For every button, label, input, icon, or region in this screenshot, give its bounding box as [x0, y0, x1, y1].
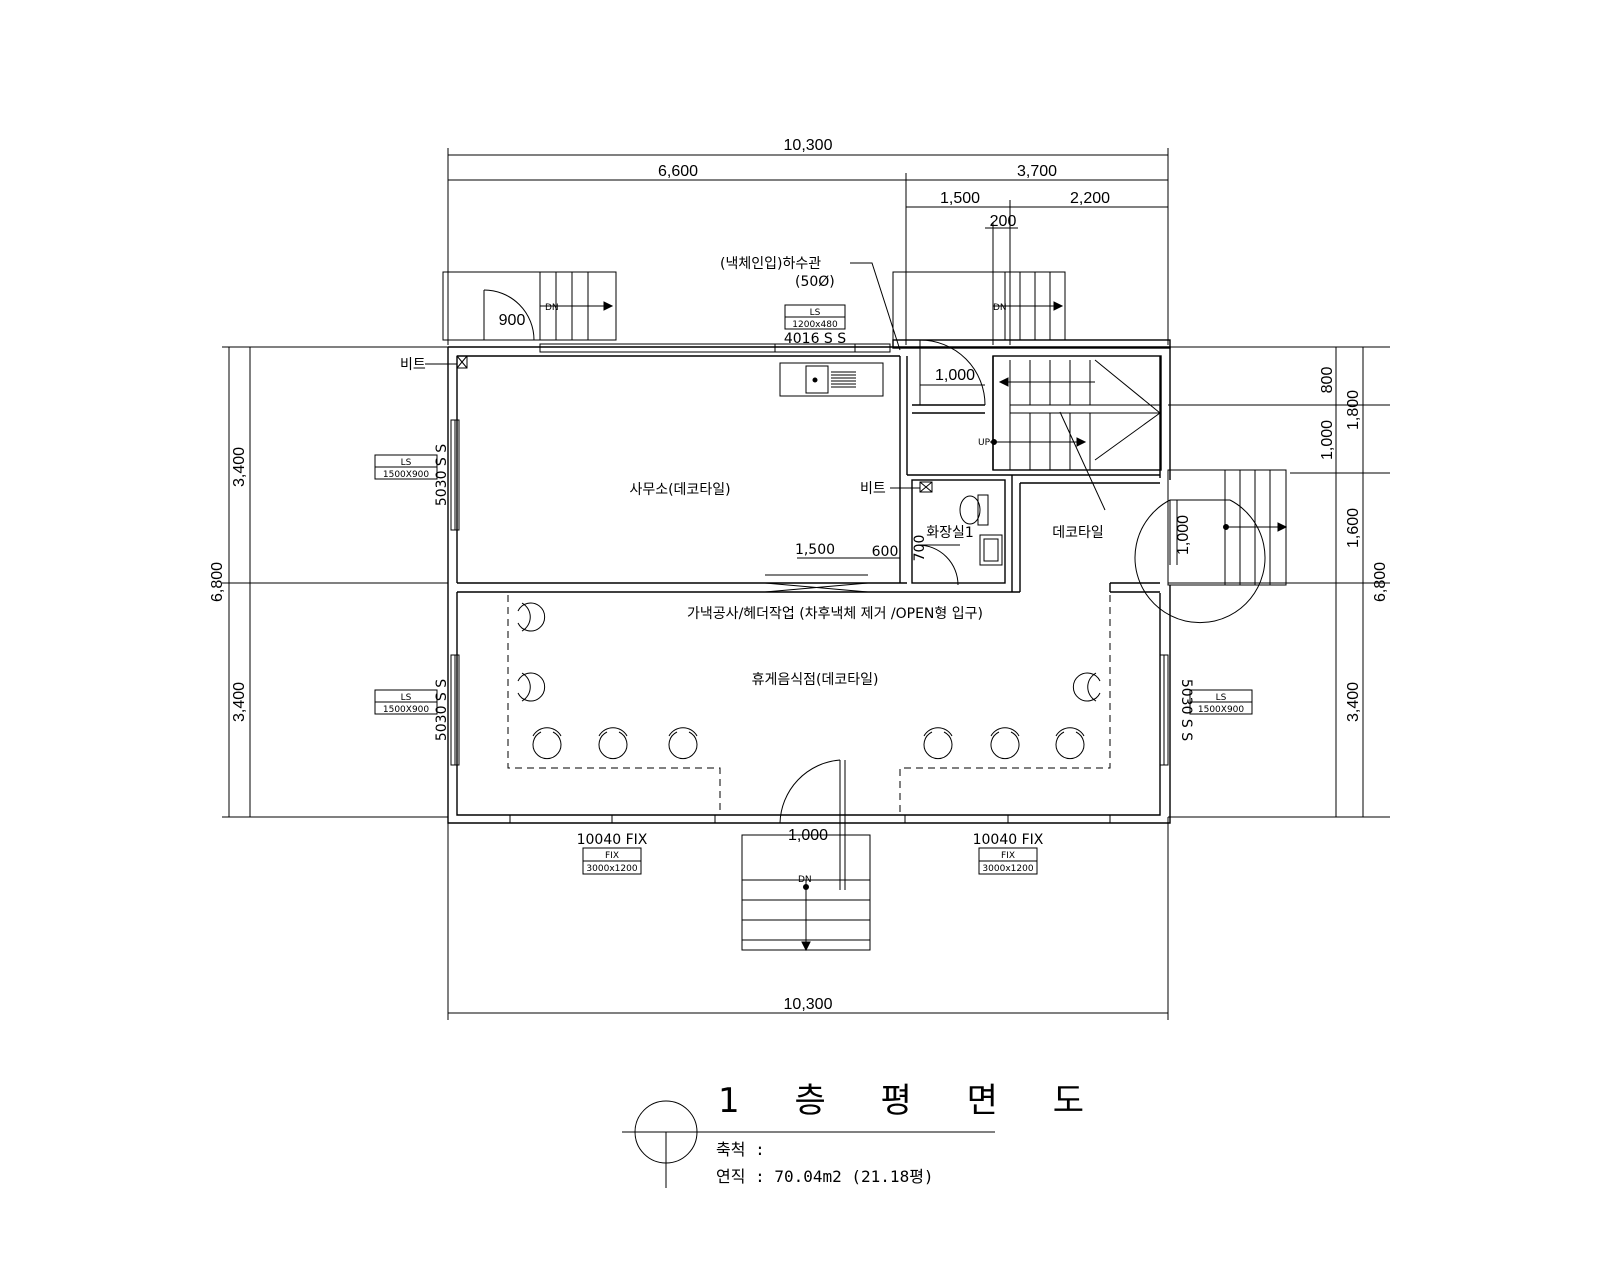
- door-side-width: 1,000: [1175, 515, 1192, 555]
- bit-boxes: [456, 355, 933, 493]
- window-top-box-1: LS: [810, 308, 821, 318]
- dim-inner-700: 700: [912, 535, 928, 562]
- door-tl-width: 900: [499, 312, 526, 329]
- window-left-upper: [374, 419, 460, 531]
- window-lu-code: 5030 S S: [434, 444, 450, 506]
- label-pipe-1: (낵체인입)하수관: [720, 256, 821, 272]
- door-main-width: 1,000: [788, 827, 828, 844]
- dim-right-e: 3,400: [1345, 682, 1362, 722]
- chair: [517, 672, 546, 702]
- dim-top-r1: 1,500: [940, 190, 980, 207]
- dim-top-r3: 200: [990, 213, 1017, 230]
- door-top-left: [483, 289, 535, 341]
- window-r-box-2: 1500X900: [1198, 705, 1245, 715]
- top-right-stair: [892, 271, 1066, 341]
- window-top-code: 4016 S S: [784, 331, 846, 347]
- door-main: [779, 759, 846, 890]
- dim-inner-600: 600: [872, 544, 899, 560]
- chair: [1055, 727, 1085, 760]
- room-office: 사무소(데코타일): [629, 482, 730, 498]
- chair: [923, 727, 953, 760]
- dim-left-total: 6,800: [209, 562, 226, 602]
- header-opening: [764, 557, 900, 593]
- counter-outline: [507, 595, 1111, 815]
- window-front-right: [904, 814, 1111, 875]
- scale-label: 축척 :: [716, 1140, 765, 1159]
- stair-tr-dn: DN: [993, 303, 1007, 313]
- drawing-title: 1 층 평 면 도: [718, 1081, 1106, 1121]
- interior-walls: [457, 355, 1162, 593]
- room-toilet: 화장실1: [926, 525, 974, 541]
- window-front-left: [509, 814, 716, 875]
- leader-lines: [425, 262, 920, 489]
- dim-right-c: 1,800: [1345, 390, 1362, 430]
- door-toilet-inner: [917, 544, 960, 586]
- chair: [1072, 672, 1101, 702]
- title-block: [622, 1100, 995, 1188]
- window-fr-box-2: 3000x1200: [982, 864, 1033, 874]
- sink-counter: [779, 362, 884, 397]
- window-fl-box-2: 3000x1200: [586, 864, 637, 874]
- stair-tl-dn: DN: [545, 303, 559, 313]
- exterior-walls: [447, 339, 1171, 824]
- window-ll-code: 5030 S S: [434, 679, 450, 741]
- stair-up: UP: [978, 438, 991, 448]
- window-left-lower: [374, 654, 460, 766]
- front-stair: [741, 834, 871, 952]
- window-ll-box-2: 1500X900: [383, 705, 430, 715]
- window-top-box-2: 1200x480: [792, 320, 838, 330]
- stair-front-dn: DN: [798, 875, 812, 885]
- chair: [517, 602, 546, 632]
- window-fr-box-1: FIX: [1001, 851, 1015, 861]
- door-side: [1134, 499, 1266, 624]
- area-label: 연직 : 70.04m2 (21.18평): [716, 1167, 934, 1186]
- room-deco: 데코타일: [1052, 525, 1104, 541]
- interior-stair: [990, 359, 1161, 470]
- right-dimension-lines: [1168, 346, 1390, 818]
- dim-top-right: 3,700: [1017, 163, 1057, 180]
- window-lu-box-2: 1500X900: [383, 470, 430, 480]
- chairs: [517, 602, 1101, 760]
- right-side-stair: [1167, 469, 1288, 586]
- dim-right-a: 800: [1319, 367, 1336, 394]
- dim-top-r2: 2,200: [1070, 190, 1110, 207]
- window-fl-code: 10040 FIX: [577, 832, 648, 848]
- label-bit-top: 비트: [400, 357, 426, 373]
- window-r-box-1: LS: [1216, 693, 1227, 703]
- top-left-stair: [442, 271, 617, 341]
- door-toilet-top: [919, 339, 986, 406]
- dim-top-total: 10,300: [784, 137, 833, 154]
- dim-right-total: 6,800: [1372, 562, 1389, 602]
- label-bit-mid: 비트: [860, 481, 886, 497]
- chair: [990, 727, 1020, 760]
- toilet-fixtures: [959, 494, 1003, 566]
- dim-left-upper: 3,400: [231, 447, 248, 487]
- window-fl-box-1: FIX: [605, 851, 619, 861]
- window-r-code: 5030 S S: [1178, 679, 1194, 741]
- door-toilet-width: 1,000: [935, 367, 975, 384]
- window-top: [539, 304, 891, 353]
- chair: [668, 727, 698, 760]
- note-header: 가낵공사/헤더작업 (차후낵체 제거 /OPEN형 입구): [687, 606, 983, 622]
- left-dimension-lines: [222, 346, 448, 818]
- dim-left-lower: 3,400: [231, 682, 248, 722]
- dim-top-left: 6,600: [658, 163, 698, 180]
- window-lu-box-1: LS: [401, 458, 412, 468]
- chair: [532, 727, 562, 760]
- bottom-dimension-lines: [447, 817, 1169, 1020]
- window-right: [1159, 654, 1253, 766]
- dim-right-d: 1,600: [1345, 508, 1362, 548]
- window-ll-box-1: LS: [401, 693, 412, 703]
- room-restaurant: 휴게음식점(데코타일): [752, 672, 879, 688]
- door-side-leader: [1059, 411, 1106, 511]
- label-pipe-2: (50Ø): [795, 274, 835, 290]
- dim-bottom-total: 10,300: [784, 996, 833, 1013]
- window-fr-code: 10040 FIX: [973, 832, 1044, 848]
- chair: [598, 727, 628, 760]
- top-dimension-lines: [447, 148, 1169, 345]
- dim-right-b: 1,000: [1319, 420, 1336, 460]
- dim-inner-1500: 1,500: [795, 542, 835, 558]
